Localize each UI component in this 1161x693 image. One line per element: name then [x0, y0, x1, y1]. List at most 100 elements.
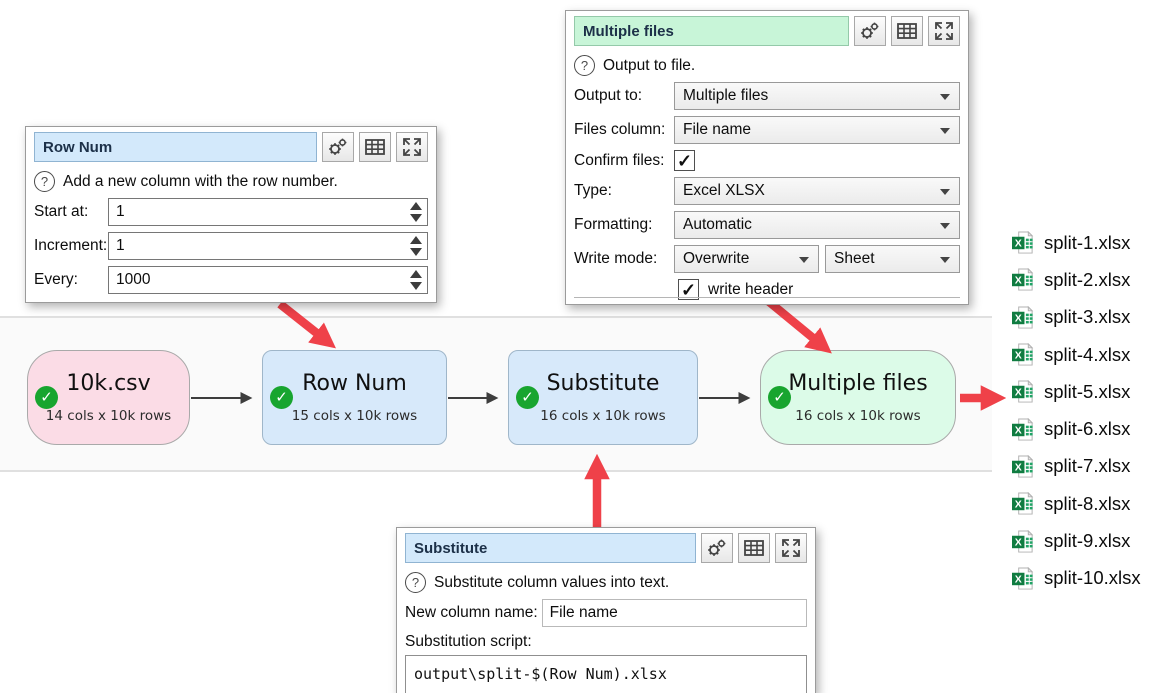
- file-name: split-2.xlsx: [1044, 268, 1131, 290]
- files-column-dropdown[interactable]: File name: [674, 116, 960, 144]
- table-view-button[interactable]: [891, 16, 923, 46]
- table-icon: [897, 23, 917, 39]
- field-label: Formatting:: [574, 216, 653, 233]
- table-view-button[interactable]: [359, 132, 391, 162]
- node-title: 10k.csv: [66, 371, 151, 396]
- output-to-dropdown[interactable]: Multiple files: [674, 82, 960, 110]
- node-multiple-files[interactable]: ✓ Multiple files 16 cols x 10k rows: [760, 350, 956, 445]
- spinner[interactable]: [410, 236, 422, 256]
- substitution-script-input[interactable]: output\split-$(Row Num).xlsx: [405, 655, 807, 693]
- field-value: File name: [549, 604, 618, 621]
- excel-file-icon: X: [1012, 305, 1034, 329]
- excel-file-icon: X: [1012, 343, 1034, 366]
- expand-button[interactable]: [396, 132, 428, 162]
- field-label: Files column:: [574, 121, 666, 138]
- node-row-num[interactable]: ✓ Row Num 15 cols x 10k rows: [262, 350, 447, 445]
- field-label: Output to:: [574, 87, 643, 104]
- write-header-checkbox[interactable]: ✓: [678, 279, 699, 300]
- expand-icon: [782, 539, 800, 557]
- svg-text:X: X: [1015, 312, 1022, 324]
- excel-file-icon: X: [1012, 454, 1034, 478]
- settings-button[interactable]: [854, 16, 886, 46]
- svg-text:X: X: [1015, 387, 1022, 399]
- panel-title-field[interactable]: Row Num: [34, 132, 317, 162]
- file-item[interactable]: X split-10.xlsx: [1012, 560, 1141, 597]
- node-meta: 16 cols x 10k rows: [795, 408, 921, 424]
- field-label: Write mode:: [574, 250, 658, 267]
- multiple-files-panel: Multiple files: [565, 10, 969, 305]
- help-icon[interactable]: ?: [574, 55, 595, 76]
- expand-button[interactable]: [928, 16, 960, 46]
- write-mode-dropdown[interactable]: Overwrite: [674, 245, 819, 273]
- start-at-input[interactable]: 1: [108, 198, 428, 226]
- excel-file-icon: X: [1012, 231, 1034, 254]
- type-dropdown[interactable]: Excel XLSX: [674, 177, 960, 205]
- spin-down-icon[interactable]: [410, 214, 422, 222]
- table-view-button[interactable]: [738, 533, 770, 563]
- field-label: Every:: [34, 271, 78, 288]
- node-substitute[interactable]: ✓ Substitute 16 cols x 10k rows: [508, 350, 698, 445]
- node-meta: 14 cols x 10k rows: [45, 408, 172, 424]
- spin-down-icon[interactable]: [410, 282, 422, 290]
- table-icon: [365, 139, 385, 155]
- file-item[interactable]: X split-1.xlsx: [1012, 224, 1141, 261]
- sheet-dropdown[interactable]: Sheet: [825, 245, 960, 273]
- file-item[interactable]: X split-6.xlsx: [1012, 410, 1141, 447]
- file-name: split-7.xlsx: [1044, 455, 1131, 477]
- expand-button[interactable]: [775, 533, 807, 563]
- table-icon: [744, 540, 764, 556]
- file-name: split-9.xlsx: [1044, 530, 1131, 552]
- confirm-files-checkbox[interactable]: ✓: [674, 150, 695, 171]
- settings-button[interactable]: [322, 132, 354, 162]
- dropdown-value: Multiple files: [683, 87, 769, 104]
- excel-file-icon: X: [1012, 529, 1034, 553]
- node-10k-csv[interactable]: ✓ 10k.csv 14 cols x 10k rows: [27, 350, 190, 445]
- node-status-ok-icon: ✓: [768, 385, 791, 409]
- excel-file-icon: X: [1012, 566, 1034, 590]
- excel-file-icon: X: [1012, 380, 1034, 403]
- panel-title-field[interactable]: Multiple files: [574, 16, 849, 46]
- spinner[interactable]: [410, 202, 422, 222]
- file-item[interactable]: X split-2.xlsx: [1012, 261, 1141, 298]
- file-item[interactable]: X split-5.xlsx: [1012, 373, 1141, 410]
- chevron-down-icon: [940, 223, 950, 229]
- dropdown-value: Sheet: [834, 250, 875, 267]
- file-item[interactable]: X split-8.xlsx: [1012, 485, 1141, 522]
- file-item[interactable]: X split-3.xlsx: [1012, 299, 1141, 336]
- svg-text:X: X: [1015, 350, 1022, 362]
- file-item[interactable]: X split-4.xlsx: [1012, 336, 1141, 373]
- spin-up-icon[interactable]: [410, 270, 422, 278]
- row-num-panel: Row Num: [25, 126, 437, 303]
- spin-up-icon[interactable]: [410, 202, 422, 210]
- svg-text:X: X: [1015, 536, 1022, 548]
- spinner[interactable]: [410, 270, 422, 290]
- clipped-field: [574, 297, 960, 304]
- spin-down-icon[interactable]: [410, 248, 422, 256]
- node-title: Row Num: [302, 371, 407, 396]
- settings-button[interactable]: [701, 533, 733, 563]
- file-name: split-3.xlsx: [1044, 306, 1131, 328]
- node-meta: 15 cols x 10k rows: [291, 408, 418, 424]
- field-label: Substitution script:: [405, 633, 532, 650]
- chevron-down-icon: [940, 189, 950, 195]
- substitute-panel: Substitute: [396, 527, 816, 693]
- file-name: split-8.xlsx: [1044, 492, 1131, 514]
- node-title: Multiple files: [788, 371, 928, 396]
- formatting-dropdown[interactable]: Automatic: [674, 211, 960, 239]
- chevron-down-icon: [940, 128, 950, 134]
- field-value: 1: [116, 203, 125, 220]
- file-name: split-4.xlsx: [1044, 343, 1131, 365]
- spin-up-icon[interactable]: [410, 236, 422, 244]
- new-column-name-input[interactable]: File name: [541, 599, 807, 627]
- help-icon[interactable]: ?: [34, 171, 55, 192]
- field-value: 1: [116, 237, 125, 254]
- panel-title-field[interactable]: Substitute: [405, 533, 696, 563]
- help-icon[interactable]: ?: [405, 572, 426, 593]
- file-item[interactable]: X split-9.xlsx: [1012, 522, 1141, 559]
- chevron-down-icon: [799, 257, 809, 263]
- file-item[interactable]: X split-7.xlsx: [1012, 448, 1141, 485]
- dropdown-value: Automatic: [683, 216, 752, 233]
- increment-input[interactable]: 1: [108, 232, 428, 260]
- every-input[interactable]: 1000: [108, 266, 428, 294]
